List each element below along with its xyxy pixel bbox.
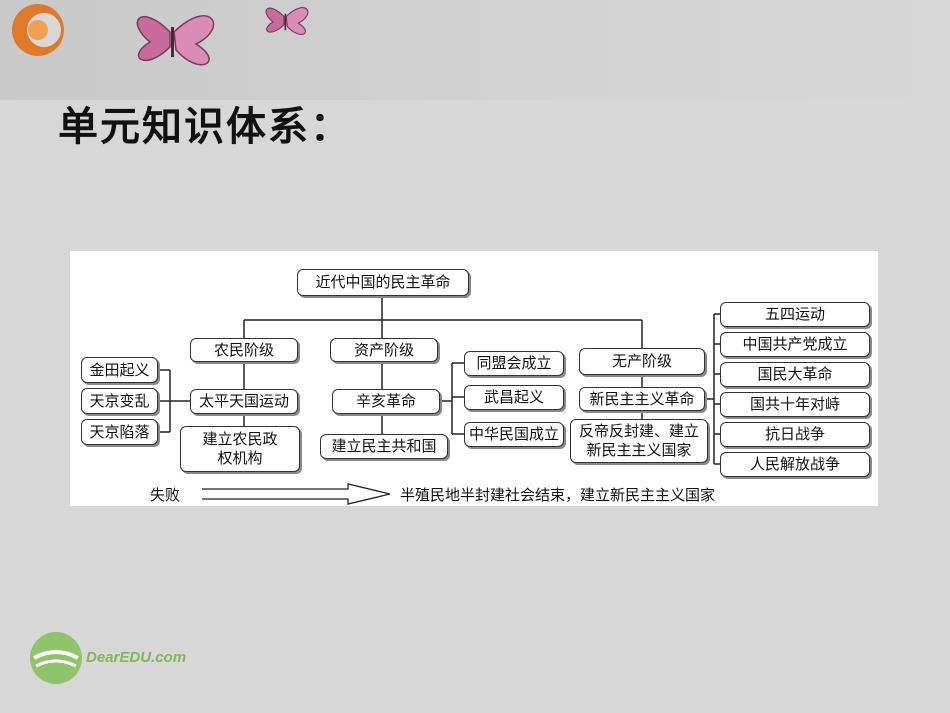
proletariat-class-node: 无产阶级	[579, 348, 705, 375]
header-decoration	[0, 0, 950, 100]
new-democratic-goal-label: 反帝反封建、建立新民主主义国家	[578, 422, 699, 459]
bourgeois-class-node: 资产阶级	[330, 338, 438, 362]
peasant-event-1: 天京变乱	[81, 388, 158, 414]
proletariat-event-5: 人民解放战争	[720, 452, 870, 477]
xinhai-node: 辛亥革命	[332, 389, 440, 414]
outcome-arrow	[202, 483, 391, 505]
peasant-regime-label: 建立农民政权机构	[202, 430, 278, 467]
proletariat-event-0: 五四运动	[720, 302, 870, 327]
peasant-event-2: 天京陷落	[81, 419, 158, 445]
republic-node: 建立民主共和国	[320, 434, 448, 459]
outcome-fail-label: 失败	[150, 486, 181, 504]
logo-text: DearEDU.com	[86, 649, 186, 666]
new-democratic-node: 新民主主义革命	[579, 387, 705, 411]
outcome-result-label: 半殖民地半封建社会结束，建立新民主主义国家	[400, 486, 716, 504]
proletariat-event-1: 中国共产党成立	[720, 332, 870, 357]
peasant-event-0: 金田起义	[81, 357, 158, 383]
bourgeois-event-2: 中华民国成立	[464, 422, 564, 447]
butterfly-icon	[265, 7, 309, 36]
slide-title: 单元知识体系：	[58, 104, 352, 150]
peasant-regime-node: 建立农民政权机构	[180, 426, 300, 472]
swirl-icon	[12, 4, 64, 56]
taiping-node: 太平天国运动	[190, 389, 298, 414]
butterfly-icon	[136, 15, 215, 66]
peasant-class-node: 农民阶级	[190, 338, 298, 362]
new-democratic-goal-node: 反帝反封建、建立新民主主义国家	[570, 419, 708, 463]
bourgeois-event-1: 武昌起义	[464, 385, 564, 410]
root-node: 近代中国的民主革命	[297, 269, 469, 296]
logo-icon: DearEDU.com	[30, 632, 186, 684]
knowledge-diagram: 近代中国的民主革命 农民阶级 资产阶级 无产阶级 金田起义 天京变乱 天京陷落 …	[70, 251, 878, 506]
proletariat-event-4: 抗日战争	[720, 422, 870, 447]
site-logo: DearEDU.com	[28, 628, 198, 692]
proletariat-event-2: 国民大革命	[720, 362, 870, 387]
connector-lines	[158, 296, 720, 505]
bourgeois-event-0: 同盟会成立	[464, 351, 564, 376]
proletariat-event-3: 国共十年对峙	[720, 392, 870, 417]
